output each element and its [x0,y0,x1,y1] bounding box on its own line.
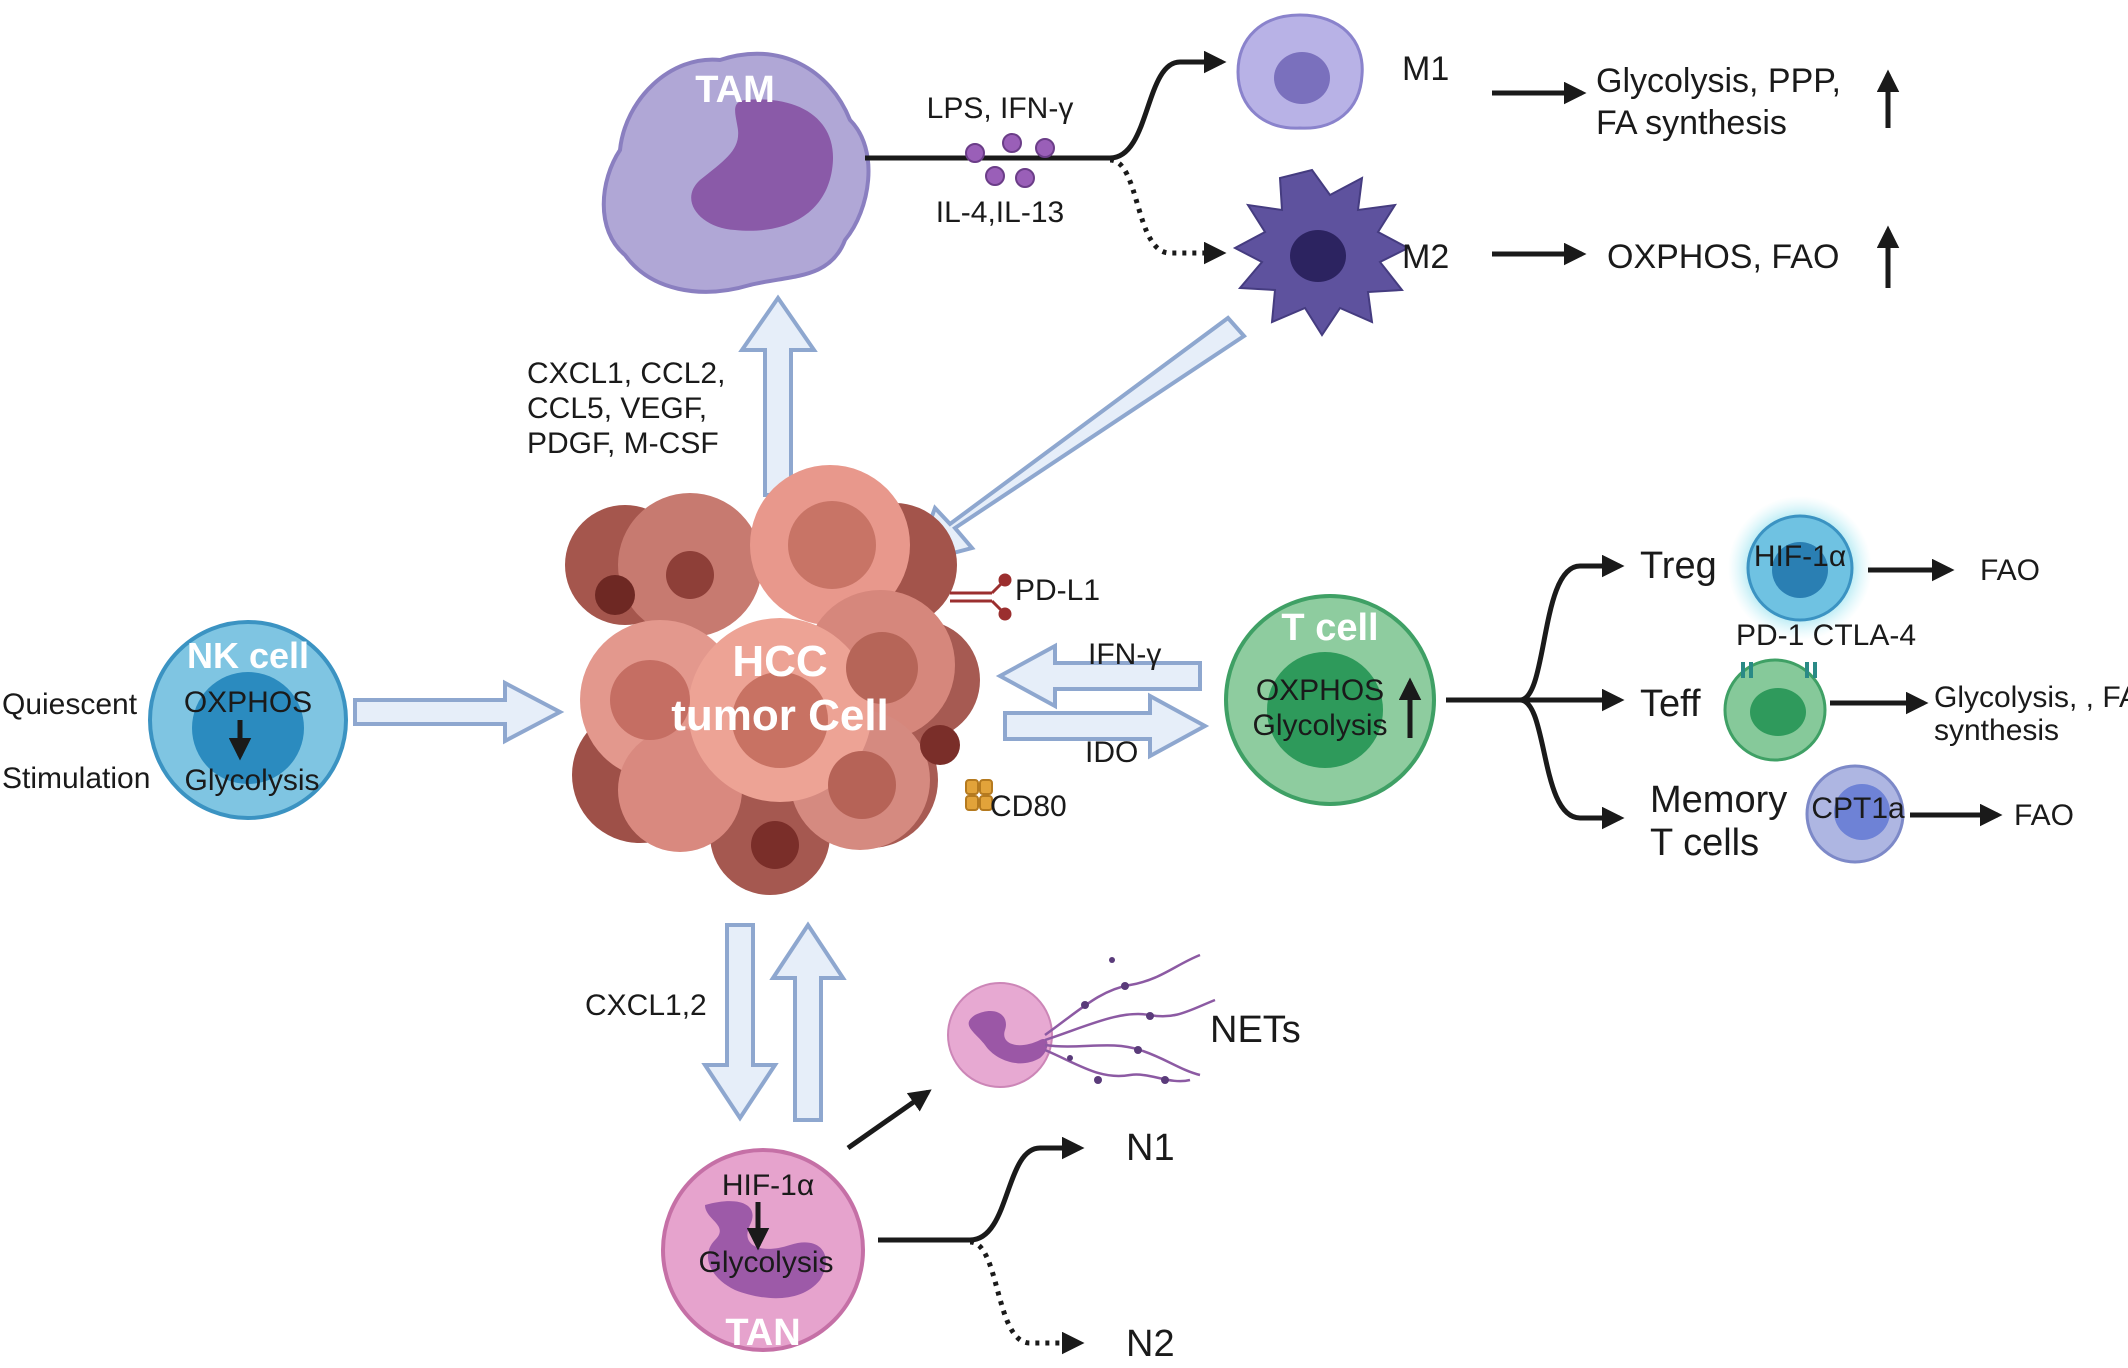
stimulation-label: Stimulation [2,762,150,795]
tan-glycolysis: Glycolysis [698,1246,833,1279]
pd1-ctla4-label: PD-1 CTLA-4 [1736,619,1916,652]
ctla4-receptor [1805,662,1817,678]
t-cell-glycolysis: Glycolysis [1252,709,1387,742]
n2-label: N2 [1126,1323,1175,1365]
ifn-gamma-label: IFN-γ [1088,638,1161,671]
tan-to-n2-arrow [969,1239,1085,1355]
pd-l1-receptor [950,573,1012,621]
t-cell-to-treg-arrow [1519,554,1625,703]
nk-glycolysis: Glycolysis [184,764,319,797]
m1-output-line2: FA synthesis [1596,104,1787,142]
m1-macrophage [1236,13,1364,130]
hcc-tumor [565,465,980,895]
chemokines-line2: CCL5, VEGF, [527,392,707,425]
nk-title: NK cell [187,635,309,676]
m1-label: M1 [1402,50,1449,88]
nets-label: NETs [1210,1009,1301,1051]
pd1-receptor [1741,662,1753,678]
memory-t-cell [1805,764,1905,864]
nk-oxphos: OXPHOS [184,686,312,719]
treg-hif1a: HIF-1α [1754,540,1846,573]
nk-cell [148,620,348,820]
treg-cell [1728,496,1872,640]
tan-title: TAN [725,1312,800,1354]
m1-output-line1: Glycolysis, PPP, [1596,62,1841,100]
tan-hif1a: HIF-1α [722,1169,814,1202]
tam-nucleus [691,99,834,231]
memory-label-line2: T cells [1650,822,1759,864]
nets-neutrophil [947,953,1216,1088]
quiescent-label: Quiescent [2,688,138,721]
lps-ifn-label: LPS, IFN-γ [927,92,1074,125]
memory-label-line1: Memory [1650,779,1787,821]
nk-to-hcc-arrow [353,679,565,745]
hcc-to-tam-arrow [738,294,818,497]
hcc-to-tan-arrow [701,923,779,1122]
tan-to-hcc-arrow [769,921,847,1122]
tam-title: TAM [695,69,775,111]
tcell-to-hcc-arrow [995,642,1202,710]
cd80-receptor [965,779,993,811]
cytokine-dots [965,133,1055,188]
chemokines-line3: PDGF, M-CSF [527,427,719,460]
treg-label: Treg [1640,545,1717,587]
cpt1a-label: CPT1a [1811,792,1905,825]
m2-output-label: OXPHOS, FAO [1607,238,1839,276]
tam-cell: TAM [601,51,871,294]
hcc-to-tcell-arrow [1003,692,1210,760]
t-cell-title: T cell [1281,607,1378,649]
cxcl12-label: CXCL1,2 [585,989,707,1022]
tam-to-m1-arrow [865,50,1227,161]
t-cell-oxphos: OXPHOS [1256,674,1384,707]
m2-label: M2 [1402,238,1449,276]
tam-to-m2-arrow [1109,157,1227,265]
tan-to-n1-arrow [878,1136,1085,1243]
teff-cell [1723,658,1827,762]
teff-label: Teff [1640,683,1701,725]
teff-output-line2: synthesis [1934,714,2059,747]
teff-output-line1: Glycolysis, , FA [1934,681,2128,714]
cd80-label: CD80 [990,790,1067,823]
il4-il13-label: IL-4,IL-13 [936,196,1064,229]
tan-to-nets-arrow [846,1089,932,1151]
ido-label: IDO [1085,736,1138,769]
chemokines-line1: CXCL1, CCL2, [527,357,725,390]
hcc-title-line2: tumor Cell [671,691,889,740]
pd-l1-label: PD-L1 [1015,574,1100,607]
hcc-title-line1: HCC [732,637,827,686]
m2-macrophage [1232,168,1411,337]
treg-output-label: FAO [1980,554,2040,587]
t-cell-to-memory-arrow [1519,697,1625,830]
memory-output-label: FAO [2014,799,2074,832]
t-cell [1224,594,1436,806]
n1-label: N1 [1126,1127,1175,1169]
m2-to-hcc-arrow [911,315,1248,566]
